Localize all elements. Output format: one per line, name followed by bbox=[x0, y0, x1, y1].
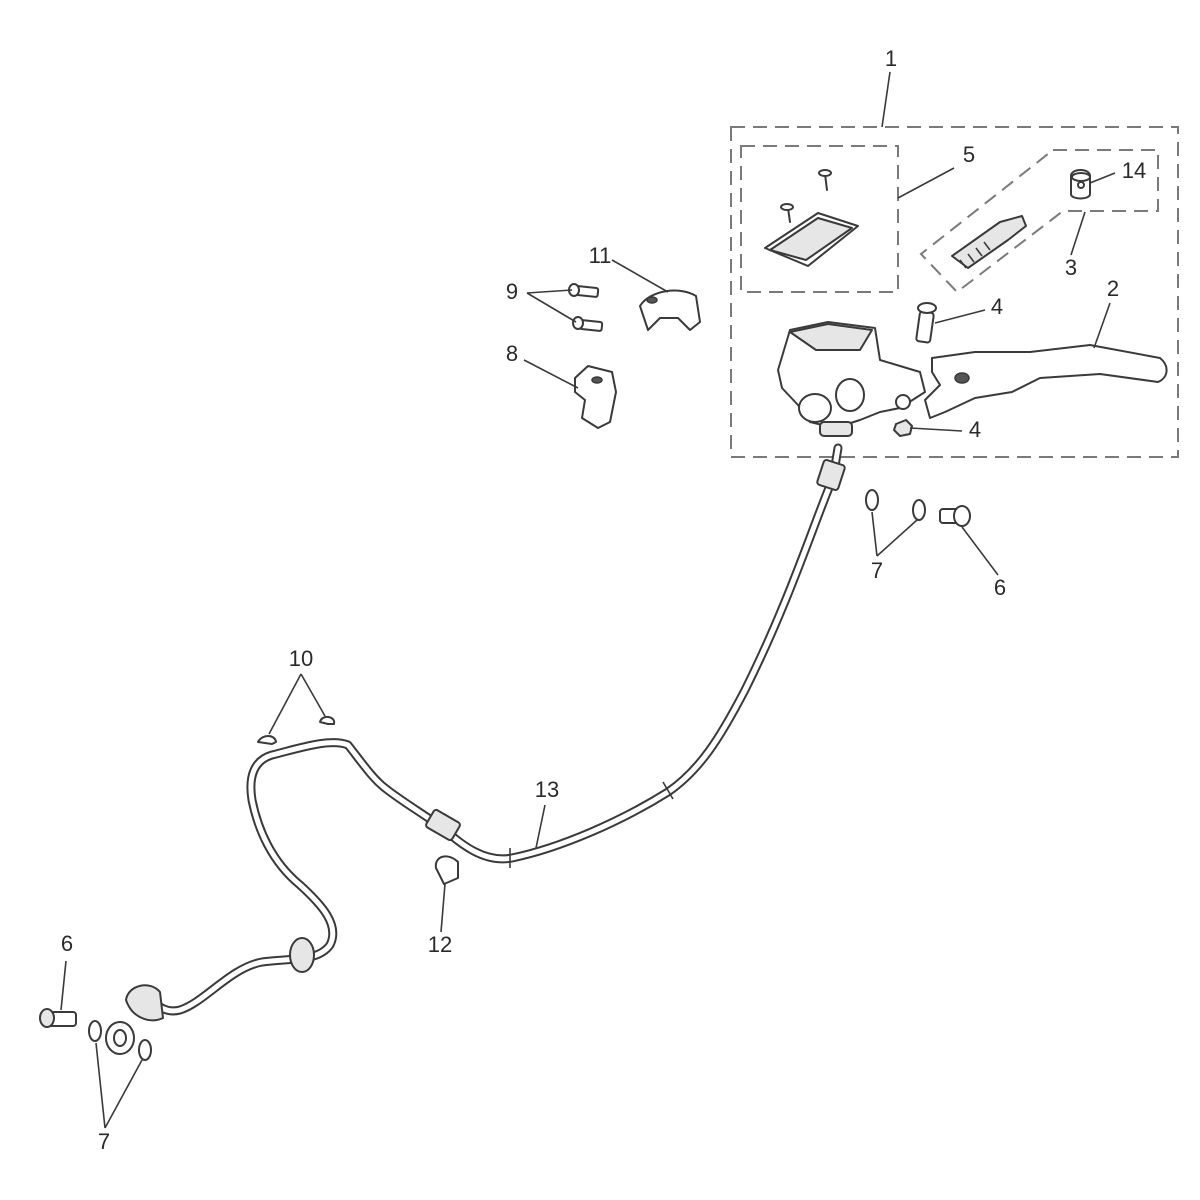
upper-sealing-washers bbox=[865, 489, 926, 521]
callout-5: 5 bbox=[963, 142, 975, 167]
push-rod bbox=[951, 215, 1027, 269]
callout-7-lower: 7 bbox=[98, 1129, 110, 1154]
callout-12: 12 bbox=[428, 932, 452, 957]
callout-6-lower: 6 bbox=[61, 931, 73, 956]
callout-6-upper: 6 bbox=[994, 575, 1006, 600]
callout-9: 9 bbox=[506, 279, 518, 304]
upper-banjo-bolt bbox=[939, 505, 971, 527]
clamp-upper bbox=[639, 289, 701, 331]
leader-lines bbox=[60, 71, 1116, 1129]
callout-1: 1 bbox=[885, 46, 897, 71]
callout-4-nut: 4 bbox=[969, 417, 981, 442]
lower-banjo-fitting bbox=[105, 984, 164, 1055]
callout-13: 13 bbox=[535, 777, 559, 802]
clutch-lever bbox=[924, 344, 1168, 419]
hose-clips bbox=[257, 716, 336, 745]
locknut bbox=[1070, 169, 1091, 200]
lower-sealing-washers bbox=[88, 1020, 152, 1061]
clutch-hose bbox=[145, 443, 846, 1016]
callout-7-upper: 7 bbox=[871, 558, 883, 583]
callout-2: 2 bbox=[1107, 276, 1119, 301]
callout-10: 10 bbox=[289, 646, 313, 671]
hose-guide-clip bbox=[434, 855, 459, 885]
clamp-screws bbox=[568, 283, 604, 332]
callout-3: 3 bbox=[1065, 255, 1077, 280]
kit-1-boundary bbox=[730, 126, 1179, 458]
callout-4-bolt: 4 bbox=[991, 294, 1003, 319]
pivot-bolt bbox=[915, 302, 937, 344]
kit-5-boundary bbox=[740, 145, 899, 293]
reservoir-cap bbox=[764, 169, 859, 267]
callout-8: 8 bbox=[506, 341, 518, 366]
callout-14: 14 bbox=[1122, 158, 1146, 183]
callout-11: 11 bbox=[589, 243, 612, 268]
clamp-lower bbox=[574, 365, 617, 429]
master-cylinder-body bbox=[777, 321, 926, 437]
lower-banjo-bolt bbox=[39, 1008, 77, 1028]
kit-3-boundary bbox=[919, 149, 1159, 294]
callout-labels: 1 5 14 3 2 4 4 11 9 8 7 6 10 13 12 6 7 bbox=[61, 46, 1146, 1154]
pivot-nut bbox=[893, 419, 913, 437]
